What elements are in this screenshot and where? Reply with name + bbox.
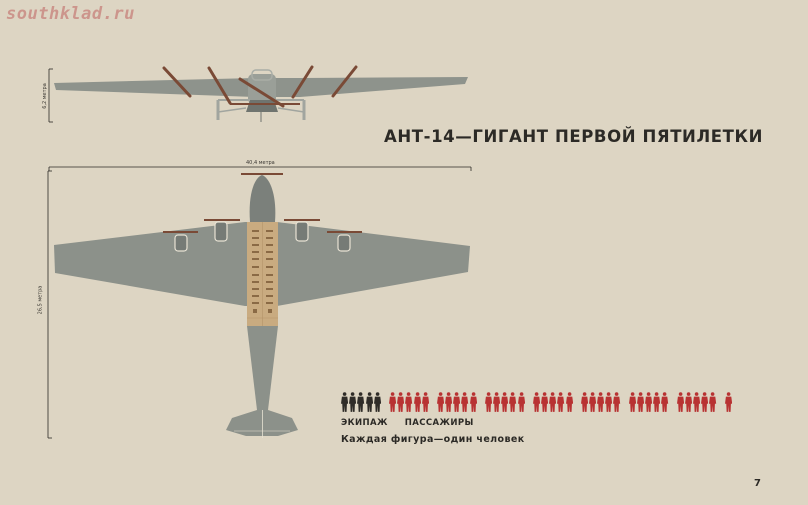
person-icon (501, 392, 509, 412)
person-icon (397, 392, 405, 412)
person-icon (645, 392, 653, 412)
passenger-group (388, 391, 430, 413)
person-icon (653, 392, 661, 412)
wingspan-label: 40,4 метра (246, 160, 275, 166)
front-view-dimension (48, 68, 53, 123)
person-icon (676, 392, 684, 412)
person-icon (421, 392, 429, 412)
person-icon (365, 392, 373, 412)
passenger-figures (388, 391, 740, 413)
passenger-group (484, 391, 526, 413)
passenger-group (676, 391, 718, 413)
person-icon (549, 392, 557, 412)
top-view-dimensions (47, 166, 472, 439)
person-icon (469, 392, 477, 412)
person-icon (684, 392, 692, 412)
person-icon (517, 392, 525, 412)
person-icon (436, 392, 445, 412)
person-icon (605, 392, 613, 412)
person-icon (597, 392, 605, 412)
front-height-label: 6,2 метра (41, 83, 48, 109)
person-icon (461, 392, 469, 412)
people-legend (341, 391, 740, 413)
person-icon (373, 392, 381, 412)
page-title: АНТ-14—ГИГАНТ ПЕРВОЙ ПЯТИЛЕТКИ (384, 127, 763, 146)
person-icon (692, 392, 701, 412)
person-icon (357, 392, 365, 412)
page-number: 7 (754, 478, 761, 489)
legend-caption: Каждая фигура—один человек (341, 434, 525, 445)
passenger-group (628, 391, 670, 413)
passenger-group (724, 391, 733, 413)
person-icon (565, 392, 573, 412)
person-icon (484, 392, 492, 412)
passengers-label: ПАССАЖИРЫ (404, 418, 474, 428)
person-icon (349, 392, 357, 412)
crew-figures (341, 391, 382, 413)
top-view-aircraft (54, 173, 470, 438)
person-icon (636, 392, 644, 412)
person-icon (445, 392, 453, 412)
person-icon (493, 392, 501, 412)
person-icon (588, 392, 597, 412)
passenger-group (580, 391, 622, 413)
person-icon (509, 392, 517, 412)
person-icon (628, 392, 636, 412)
person-icon (580, 392, 588, 412)
passenger-group (436, 391, 478, 413)
person-icon (388, 392, 397, 412)
front-view-aircraft (54, 65, 468, 122)
legend-labels: ЭКИПАЖ ПАССАЖИРЫ (341, 418, 488, 428)
person-icon (661, 392, 669, 412)
person-icon (724, 392, 732, 412)
watermark: southklad.ru (6, 4, 135, 24)
person-icon (341, 392, 349, 412)
person-icon (453, 392, 461, 412)
person-icon (405, 392, 413, 412)
person-icon (413, 392, 421, 412)
person-icon (613, 392, 621, 412)
person-icon (532, 392, 540, 412)
person-icon (709, 392, 717, 412)
person-icon (557, 392, 565, 412)
person-icon (701, 392, 709, 412)
length-label: 26,5 метра (37, 285, 44, 315)
crew-label: ЭКИПАЖ (341, 418, 388, 428)
passenger-group (532, 391, 574, 413)
person-icon (540, 392, 549, 412)
